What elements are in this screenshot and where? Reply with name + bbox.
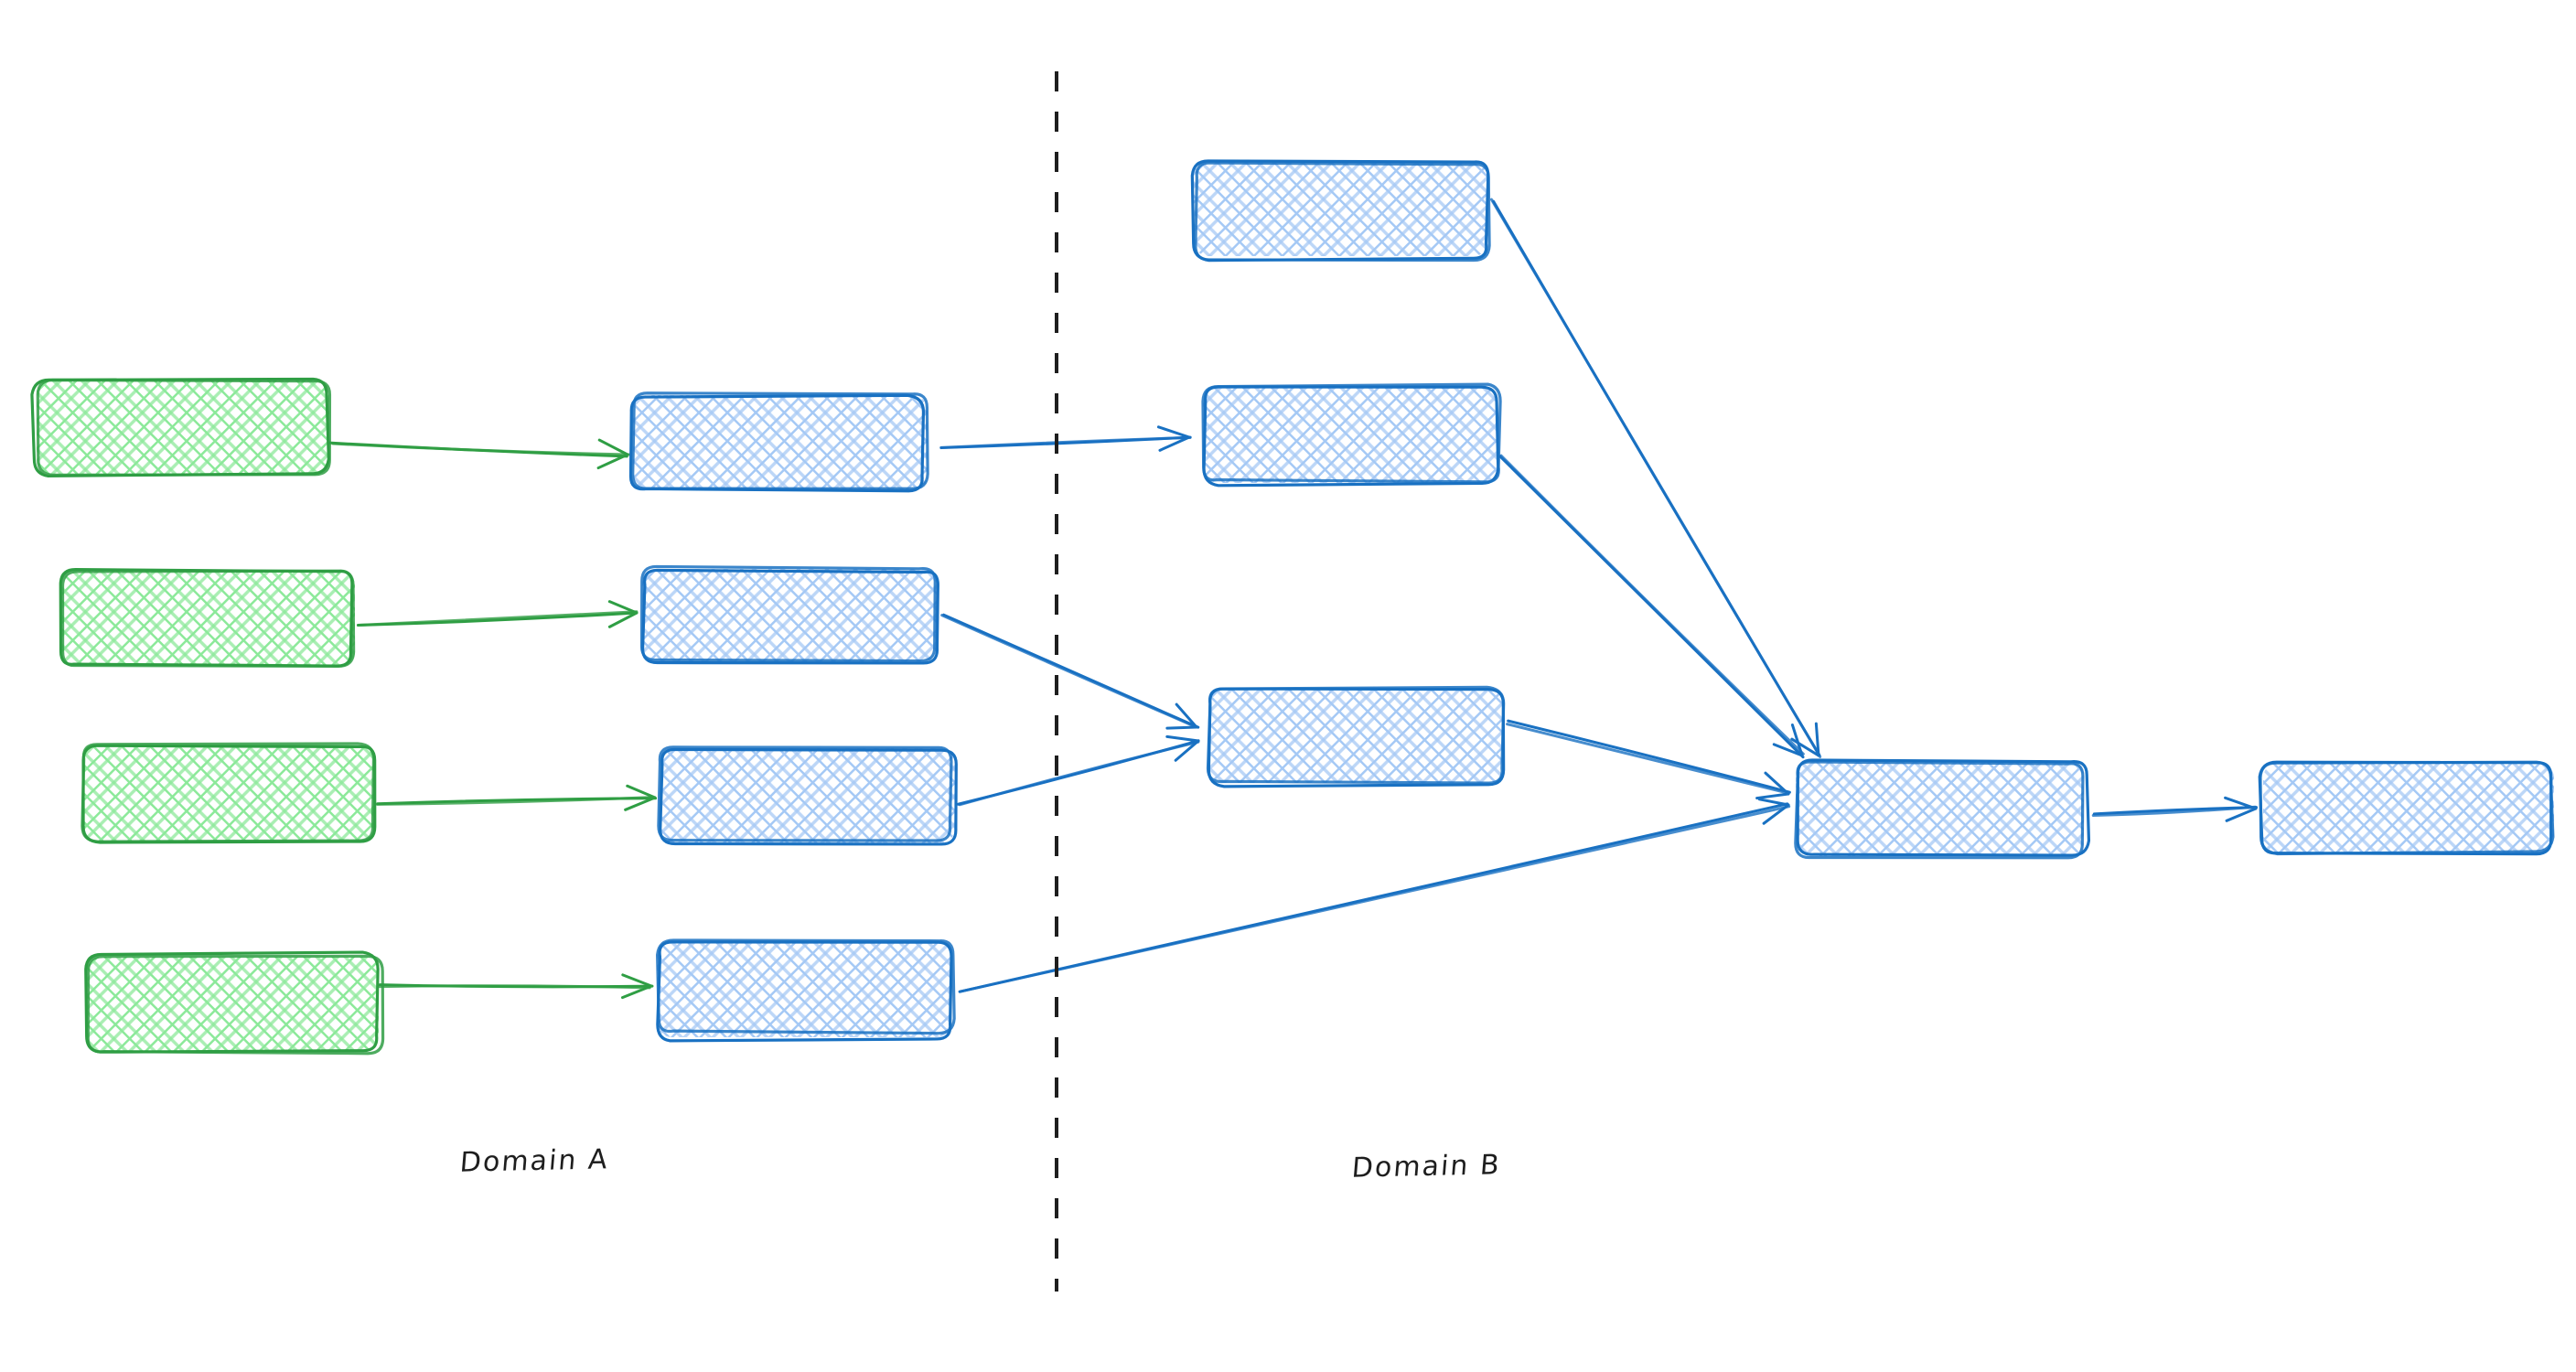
edge-arrowhead bbox=[1814, 722, 1820, 757]
node-b1[interactable] bbox=[1190, 159, 1491, 263]
node-outline bbox=[60, 569, 356, 668]
edge-e12[interactable] bbox=[2091, 796, 2259, 822]
node-a3[interactable] bbox=[80, 742, 377, 844]
edge-arrowhead bbox=[626, 784, 657, 799]
node-fill-hatch bbox=[1194, 161, 1488, 256]
edge-e4[interactable] bbox=[378, 973, 654, 1000]
edge-e7[interactable] bbox=[956, 734, 1200, 807]
domain-a-label: Domain A bbox=[458, 1143, 611, 1179]
edge-arrowhead bbox=[1755, 792, 1790, 800]
node-outline bbox=[656, 938, 956, 1035]
edge-arrowhead bbox=[1158, 435, 1191, 452]
edge-line bbox=[1506, 723, 1790, 795]
node-fill-hatch bbox=[86, 957, 379, 1052]
edge-arrowhead bbox=[596, 453, 629, 470]
node-outline bbox=[1201, 382, 1502, 484]
edge-e11[interactable] bbox=[1506, 719, 1791, 800]
edge-line bbox=[958, 740, 1200, 807]
edge-line bbox=[331, 442, 631, 456]
node-outline bbox=[36, 378, 332, 477]
edge-arrowhead bbox=[620, 984, 653, 1000]
node-m2[interactable] bbox=[639, 564, 939, 665]
edge-arrowhead bbox=[1175, 702, 1198, 729]
node-fill-hatch bbox=[1209, 688, 1504, 783]
edge-line bbox=[375, 796, 655, 806]
edge-arrowhead bbox=[1156, 425, 1191, 439]
edges-layer bbox=[327, 198, 2259, 1000]
domain-b-label: Domain B bbox=[1350, 1149, 1503, 1184]
edge-arrowhead bbox=[1165, 725, 1198, 730]
edge-arrowhead bbox=[1165, 734, 1200, 743]
node-outline bbox=[1794, 760, 2085, 860]
edge-line bbox=[1507, 719, 1791, 794]
edge-line bbox=[1489, 198, 1822, 758]
node-m3[interactable] bbox=[657, 745, 958, 846]
edge-arrowhead bbox=[607, 611, 639, 628]
node-outline bbox=[656, 940, 953, 1043]
node-b3[interactable] bbox=[1206, 685, 1506, 788]
edge-line bbox=[356, 610, 639, 627]
node-outline bbox=[640, 568, 939, 665]
node-out[interactable] bbox=[2258, 760, 2555, 856]
edge-e1[interactable] bbox=[327, 438, 631, 470]
node-a1[interactable] bbox=[30, 377, 332, 477]
node-outline bbox=[80, 742, 376, 843]
edge-line bbox=[378, 984, 651, 990]
edge-e9[interactable] bbox=[1489, 198, 1822, 758]
edge-arrowhead bbox=[621, 973, 653, 988]
node-outline bbox=[1206, 685, 1506, 785]
node-outline bbox=[84, 950, 380, 1054]
node-outline bbox=[2259, 760, 2555, 856]
edge-arrowhead bbox=[597, 438, 629, 456]
node-fill-hatch bbox=[37, 379, 329, 474]
node-fill-hatch bbox=[82, 746, 375, 841]
edge-arrowhead bbox=[607, 600, 639, 615]
node-fill-hatch bbox=[62, 571, 355, 666]
edge-e6[interactable] bbox=[940, 613, 1200, 730]
edge-arrowhead bbox=[2224, 796, 2258, 810]
node-outline bbox=[86, 954, 385, 1056]
node-fill-hatch bbox=[1796, 761, 2084, 856]
edge-arrowhead bbox=[1790, 724, 1804, 757]
node-fill-hatch bbox=[633, 395, 928, 490]
edge-arrowhead bbox=[1174, 739, 1200, 762]
node-fill-hatch bbox=[1203, 388, 1497, 483]
nodes-layer bbox=[30, 159, 2555, 1056]
edge-arrowhead bbox=[624, 796, 657, 811]
node-outline bbox=[1194, 161, 1491, 263]
edge-e5[interactable] bbox=[939, 425, 1192, 452]
edge-e8[interactable] bbox=[958, 798, 1791, 993]
node-fill-hatch bbox=[2263, 763, 2554, 852]
node-outline bbox=[631, 391, 929, 490]
edge-arrowhead bbox=[2225, 807, 2258, 822]
node-m4[interactable] bbox=[656, 938, 956, 1043]
node-b2[interactable] bbox=[1201, 382, 1502, 488]
edge-e10[interactable] bbox=[1498, 454, 1805, 759]
edge-arrowhead bbox=[1772, 743, 1804, 757]
edge-arrowhead bbox=[1757, 798, 1790, 807]
node-outline bbox=[657, 745, 953, 842]
node-fill-hatch bbox=[660, 748, 955, 843]
edge-e3[interactable] bbox=[375, 784, 658, 811]
node-m1[interactable] bbox=[628, 391, 929, 493]
edge-arrowhead bbox=[1764, 771, 1790, 796]
edge-line bbox=[1499, 454, 1805, 756]
node-outline bbox=[639, 564, 937, 663]
node-fill-hatch bbox=[642, 569, 937, 664]
edge-e2[interactable] bbox=[356, 600, 639, 628]
node-outline bbox=[659, 747, 958, 846]
edge-arrowhead bbox=[1762, 803, 1790, 825]
node-fill-hatch bbox=[657, 942, 951, 1037]
node-outline bbox=[628, 393, 926, 493]
node-a4[interactable] bbox=[84, 950, 385, 1056]
edge-line bbox=[939, 435, 1192, 449]
node-merge[interactable] bbox=[1794, 758, 2091, 860]
edge-line bbox=[2091, 805, 2257, 817]
node-a2[interactable] bbox=[59, 568, 356, 668]
edge-arrowhead bbox=[1790, 737, 1820, 757]
edge-line bbox=[958, 805, 1791, 993]
edge-line bbox=[940, 614, 1197, 729]
